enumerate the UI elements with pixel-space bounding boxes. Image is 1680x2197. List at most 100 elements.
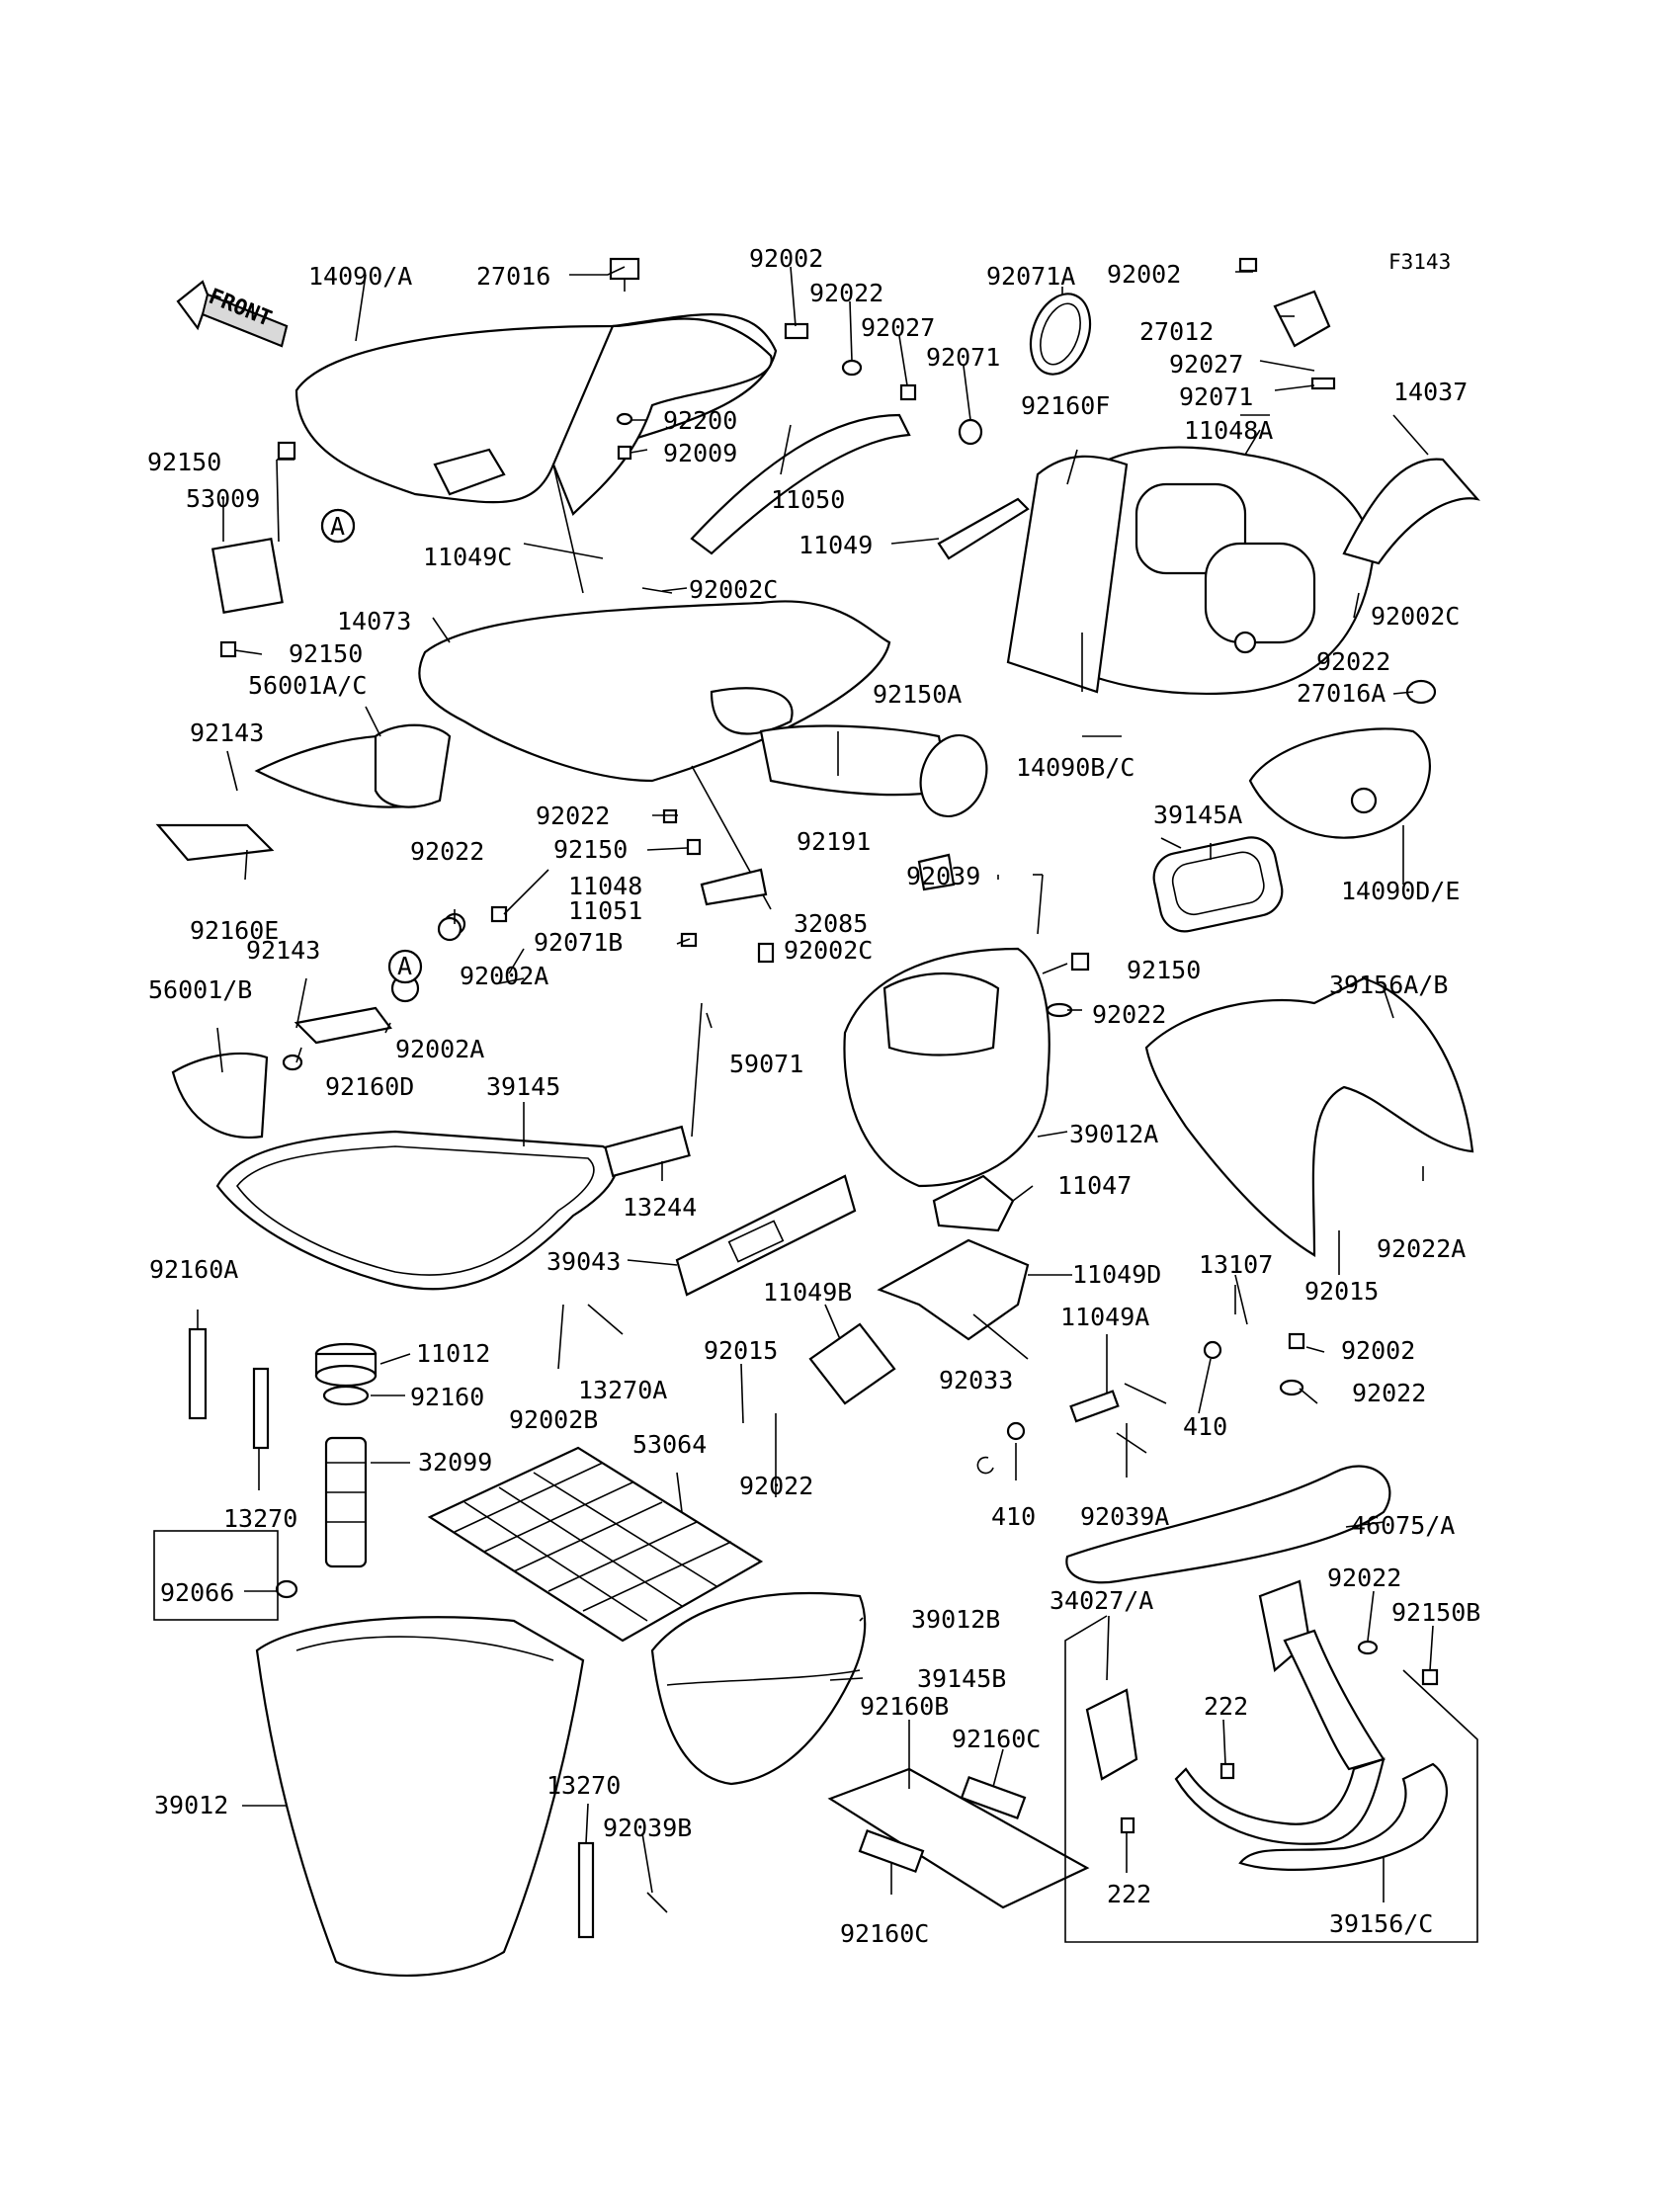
strap-lower-shape: [577, 1841, 595, 1939]
part-label: 13270: [223, 1504, 297, 1533]
part-label: 92143: [246, 936, 320, 965]
handle-shape: [1065, 1465, 1391, 1584]
lock-shape: [1273, 290, 1331, 348]
part-label: 92150A: [873, 680, 962, 709]
cowl-shape: [1144, 976, 1474, 1257]
part-label: 92160B: [860, 1692, 949, 1721]
part-label: 92160C: [952, 1725, 1041, 1753]
grab-handle-assembly: [1085, 1579, 1448, 1871]
part-label: 92002C: [689, 575, 778, 604]
part-label: 92002C: [1371, 602, 1460, 631]
part-label: 92002: [1341, 1336, 1415, 1365]
part-label: 39012A: [1069, 1120, 1158, 1148]
latch-plate-shape: [808, 1322, 896, 1405]
part-label: 410: [1183, 1412, 1227, 1441]
small-hardware-lower: [976, 1274, 1305, 1475]
part-label: 39156/C: [1329, 1909, 1433, 1938]
part-label: 92066: [160, 1578, 234, 1607]
bracket-shape: [937, 497, 1030, 560]
part-label: 92150B: [1391, 1598, 1480, 1627]
tube-shape: [324, 1436, 368, 1568]
part-label: 92033: [939, 1366, 1013, 1394]
part-label: 92022: [536, 802, 610, 830]
part-label: 39145B: [917, 1664, 1006, 1693]
part-label: 39012B: [911, 1605, 1000, 1634]
part-label: 13270A: [578, 1376, 667, 1404]
part-label: 92039A: [1080, 1502, 1169, 1531]
part-label: 92150: [289, 639, 363, 668]
panel-shape: [675, 1174, 857, 1297]
part-label: 92150: [147, 448, 221, 476]
part-label: 11051: [568, 896, 642, 925]
part-label: 92022: [809, 279, 883, 307]
plug-shape: [275, 1579, 298, 1599]
leader-lines: [197, 266, 1434, 1902]
part-label: 410: [991, 1502, 1036, 1531]
part-label: 92191: [797, 827, 871, 856]
part-label: 56001A/C: [248, 671, 367, 700]
part-label: 92022: [1352, 1379, 1426, 1407]
part-label: 11049A: [1060, 1303, 1149, 1331]
part-label: 11049D: [1072, 1260, 1161, 1289]
part-label: 92160: [410, 1383, 484, 1411]
grommet-shape: [1029, 293, 1092, 376]
callout-a-lower: A: [397, 952, 412, 980]
strap-13270-shape: [252, 1367, 270, 1450]
cap-shape: [314, 1342, 378, 1406]
body-shape: [418, 600, 891, 910]
part-label: 39012: [154, 1791, 228, 1819]
spoiler-shape: [1342, 458, 1480, 565]
part-label: 11049: [798, 531, 873, 559]
front-arrow-icon: FRONT: [176, 280, 289, 348]
hood-shape: [1006, 446, 1376, 696]
bin-shape: [650, 1591, 867, 1786]
part-label: 13270: [546, 1771, 621, 1800]
part-label: 11012: [416, 1339, 490, 1368]
net-shape: [427, 1446, 764, 1643]
part-label: 92022: [1092, 1000, 1166, 1029]
clip-shape: [609, 257, 640, 281]
part-label: 92027: [1169, 350, 1243, 379]
seat-cover-shape: [294, 313, 778, 594]
mirror-upper-shape: [155, 723, 452, 862]
part-label: 92009: [663, 439, 737, 467]
strap-shape: [690, 413, 911, 555]
part-label: 92015: [1304, 1277, 1379, 1306]
part-label: 222: [1107, 1880, 1151, 1908]
part-label: 92022: [410, 837, 484, 866]
tub-shape: [255, 1616, 585, 1978]
bracket-11047-shape: [932, 1174, 1015, 1232]
part-label: 92071A: [986, 262, 1075, 291]
part-label: 27016A: [1297, 679, 1386, 708]
part-label: 14073: [337, 607, 411, 635]
part-label: 92200: [663, 406, 737, 435]
part-label: 92071: [1179, 382, 1253, 411]
sheet-shape: [827, 1767, 1090, 1909]
part-label: 46075/A: [1351, 1511, 1455, 1540]
year-note-box: [153, 1530, 279, 1621]
part-label: 32085: [794, 909, 868, 938]
part-label: 14090/A: [308, 262, 412, 291]
part-label: 11049C: [423, 543, 512, 571]
part-label: 92150: [553, 835, 628, 864]
part-label: 14037: [1393, 378, 1468, 406]
callout-a-upper: A: [330, 512, 345, 541]
part-label: 92022: [739, 1472, 813, 1500]
latch-shape: [210, 537, 284, 614]
part-label: 39043: [546, 1247, 621, 1276]
part-label: 11047: [1057, 1171, 1132, 1200]
part-label: 11048A: [1184, 416, 1273, 445]
part-label: 92002C: [784, 936, 873, 965]
part-label: 92015: [704, 1336, 778, 1365]
grab-handle-group-bracket: [1064, 1615, 1478, 1943]
part-label: 11049B: [763, 1278, 852, 1307]
rod-shape: [691, 1002, 703, 1138]
bracket-d-shape: [877, 1238, 1030, 1341]
part-label: 53064: [632, 1430, 707, 1459]
part-label: 92160A: [149, 1255, 238, 1284]
part-label: 59071: [729, 1050, 803, 1078]
part-label: 92022: [1327, 1563, 1401, 1592]
part-label: 92039B: [603, 1814, 692, 1842]
part-label: 14090D/E: [1341, 877, 1460, 905]
part-label: 92071B: [534, 928, 623, 957]
